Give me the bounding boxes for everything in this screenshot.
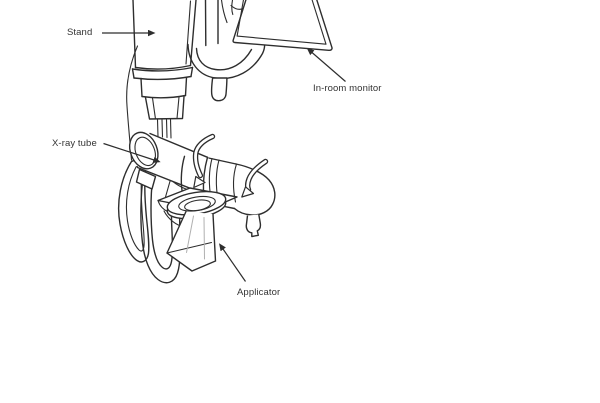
monitor (232, 0, 333, 52)
cable-guide-arm (187, 0, 266, 102)
stand-label: Stand (67, 27, 93, 38)
xray-tube-leader-arrow (103, 142, 161, 163)
stand-column (126, 0, 197, 161)
in-room-monitor-label: In-room monitor (313, 83, 382, 94)
applicator-label: Applicator (237, 287, 281, 298)
tube-mount (135, 168, 157, 190)
gantry-body (233, 163, 276, 216)
monitor-screen-border (236, 0, 327, 45)
latch-clip (245, 214, 262, 238)
rotation-arrowhead (193, 175, 206, 189)
xray-tube-opening (128, 131, 159, 170)
gantry-head (128, 131, 276, 272)
applicator-leader-arrow (219, 243, 246, 282)
rotation-arrowhead (241, 186, 255, 198)
applicator-cone (166, 210, 217, 272)
leader-arrows (102, 29, 346, 282)
xray-tube-label: X-ray tube (52, 138, 97, 149)
stand-shaft (156, 118, 172, 139)
rotation-arrows (192, 133, 269, 198)
monitor-leader-arrow (306, 47, 346, 82)
hanging-grip (210, 77, 228, 102)
